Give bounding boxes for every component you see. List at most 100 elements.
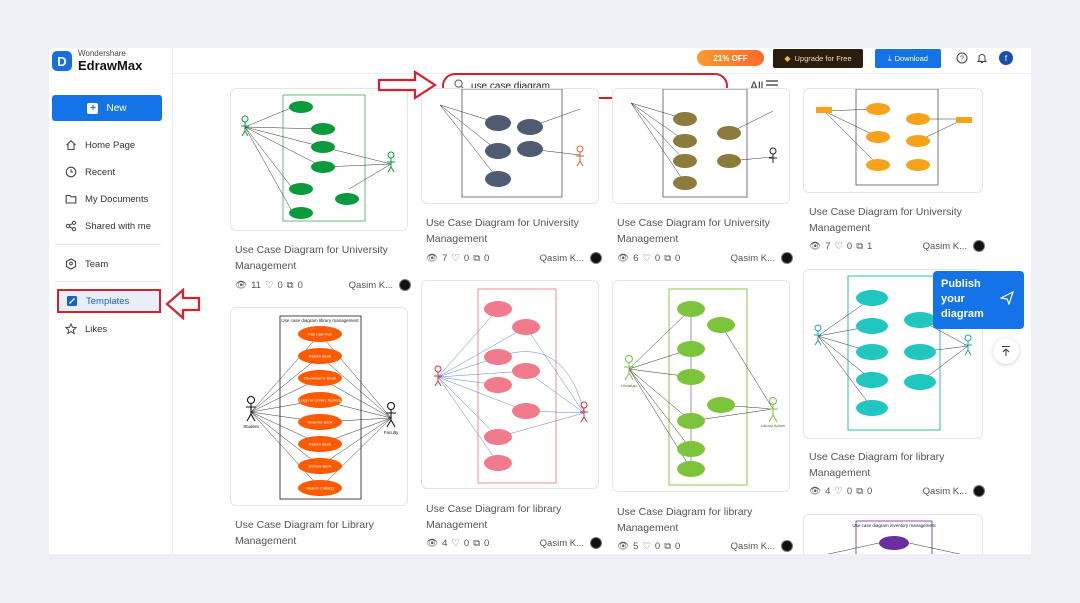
app-window: D Wondershare EdrawMax + New Home Page R…	[49, 48, 1031, 554]
template-thumbnail: Use case diagram library management Pay …	[243, 315, 399, 500]
svg-text:?: ?	[960, 56, 964, 63]
publish-diagram-button[interactable]: Publish your diagram	[933, 271, 1024, 329]
author-name[interactable]: Qasim K...	[922, 241, 967, 252]
author-name[interactable]: Qasim K...	[922, 486, 967, 497]
help-icon[interactable]: ?	[955, 51, 969, 65]
use-case-label: Reserve Book	[307, 420, 332, 425]
diamond-icon: ◆	[784, 54, 791, 63]
template-title[interactable]: Use Case Diagram for library Management	[617, 506, 753, 534]
sidebar-item-templates[interactable]: Templates	[57, 289, 161, 313]
template-thumbnail	[241, 94, 395, 222]
author-avatar[interactable]	[973, 485, 985, 497]
sidebar-item-home[interactable]: Home Page	[55, 134, 165, 156]
template-thumbnail	[439, 89, 584, 198]
template-card[interactable]	[230, 88, 408, 231]
heart-icon: ♡	[834, 486, 843, 497]
sidebar-item-recent[interactable]: Recent	[55, 161, 165, 183]
template-thumbnail	[434, 288, 588, 484]
template-title[interactable]: Use Case Diagram for University Manageme…	[617, 217, 770, 245]
author-avatar[interactable]	[590, 537, 602, 549]
brand-name: EdrawMax	[78, 58, 143, 73]
template-title[interactable]: Use Case Diagram for University Manageme…	[809, 206, 962, 234]
sidebar-item-label: My Documents	[85, 193, 149, 205]
template-card[interactable]	[803, 269, 983, 439]
author-name[interactable]: Qasim K...	[539, 538, 584, 549]
author-name[interactable]: Qasim K...	[730, 253, 775, 264]
use-case-label: Download E-Book	[304, 376, 336, 381]
arrow-up-icon	[1002, 345, 1010, 356]
template-stats: 👁6 ♡0 ⧉0 Qasim K...	[617, 252, 795, 264]
annotation-arrow-left	[165, 288, 201, 320]
actor-label: Library Admin	[761, 423, 785, 428]
template-card[interactable]: Librarian Library Admin	[612, 280, 790, 492]
heart-icon: ♡	[451, 538, 460, 549]
template-title[interactable]: Use Case Diagram for library Management	[426, 503, 562, 531]
template-thumbnail: Librarian Library Admin	[621, 288, 785, 486]
sidebar-item-label: Likes	[85, 323, 108, 335]
annotation-arrow-right	[377, 70, 438, 100]
author-avatar[interactable]	[781, 540, 793, 552]
new-button[interactable]: + New	[52, 95, 162, 121]
sidebar-item-label: Home Page	[85, 139, 136, 151]
template-card[interactable]: Use case diagram library management Pay …	[230, 307, 408, 506]
author-name[interactable]: Qasim K...	[539, 253, 584, 264]
heart-icon: ♡	[642, 541, 651, 552]
copy-icon: ⧉	[473, 538, 480, 549]
thumbnail-title: Use case diagram library management	[281, 318, 359, 323]
use-case-label: Login to Library System	[299, 398, 342, 403]
new-button-label: New	[106, 102, 127, 114]
template-title[interactable]: Use Case Diagram for University Manageme…	[426, 217, 579, 245]
bell-icon[interactable]	[975, 51, 989, 65]
eye-icon: 👁	[426, 538, 439, 549]
template-title[interactable]: Use Case Diagram for University Manageme…	[235, 244, 388, 272]
template-stats: 👁7 ♡0 ⧉1 Qasim K...	[809, 240, 987, 252]
template-card[interactable]	[421, 88, 599, 204]
author-avatar[interactable]	[399, 279, 411, 291]
author-avatar[interactable]	[781, 252, 793, 264]
eye-icon: 👁	[617, 253, 630, 264]
template-title[interactable]: Use Case Diagram for Library Management	[235, 519, 374, 547]
author-name[interactable]: Qasim K...	[730, 541, 775, 552]
sidebar-item-shared[interactable]: Shared with me	[55, 215, 165, 237]
sidebar-divider	[55, 281, 161, 282]
user-avatar[interactable]: f	[999, 51, 1013, 65]
templates-icon	[65, 294, 79, 308]
template-card[interactable]	[421, 280, 599, 489]
edraw-logo-icon: D	[52, 51, 72, 71]
promo-badge[interactable]: 21% OFF	[697, 50, 764, 66]
use-case-label: Return Book	[309, 354, 331, 359]
template-stats: 👁5 ♡0 ⧉0 Qasim K...	[617, 540, 795, 552]
sidebar-item-likes[interactable]: Likes	[55, 318, 165, 340]
sidebar-item-my-documents[interactable]: My Documents	[55, 188, 165, 210]
template-card[interactable]	[803, 88, 983, 193]
sidebar: D Wondershare EdrawMax + New Home Page R…	[49, 48, 173, 554]
template-thumbnail	[816, 89, 972, 186]
plus-icon: +	[87, 102, 99, 114]
copy-icon: ⧉	[856, 241, 863, 252]
actor-label: Faculty	[384, 430, 399, 435]
author-avatar[interactable]	[973, 240, 985, 252]
sidebar-item-team[interactable]: Team	[55, 253, 165, 275]
thumbnail-title: Use case diagram inventory management	[852, 523, 936, 528]
eye-icon: 👁	[809, 241, 822, 252]
download-icon: ⤓	[888, 53, 892, 63]
scroll-to-top-button[interactable]	[993, 338, 1019, 364]
send-icon	[1000, 291, 1014, 305]
author-name[interactable]: Qasim K...	[348, 280, 393, 291]
folder-icon	[64, 192, 78, 206]
search-input[interactable]	[471, 80, 701, 92]
author-avatar[interactable]	[590, 252, 602, 264]
template-thumbnail	[630, 89, 777, 198]
template-card[interactable]	[612, 88, 790, 204]
brand-logo[interactable]: D Wondershare EdrawMax	[52, 50, 142, 72]
actor-label: Librarian	[621, 383, 637, 388]
upgrade-button[interactable]: ◆ Upgrade for Free	[773, 49, 863, 68]
template-card[interactable]: Use case diagram inventory management	[803, 514, 983, 554]
sidebar-divider	[55, 244, 161, 245]
copy-icon: ⧉	[473, 253, 480, 264]
copy-icon: ⧉	[664, 253, 671, 264]
heart-icon: ♡	[642, 253, 651, 264]
download-button[interactable]: ⤓ Download	[875, 49, 941, 68]
template-title[interactable]: Use Case Diagram for library Management	[809, 451, 945, 479]
heart-icon: ♡	[834, 241, 843, 252]
